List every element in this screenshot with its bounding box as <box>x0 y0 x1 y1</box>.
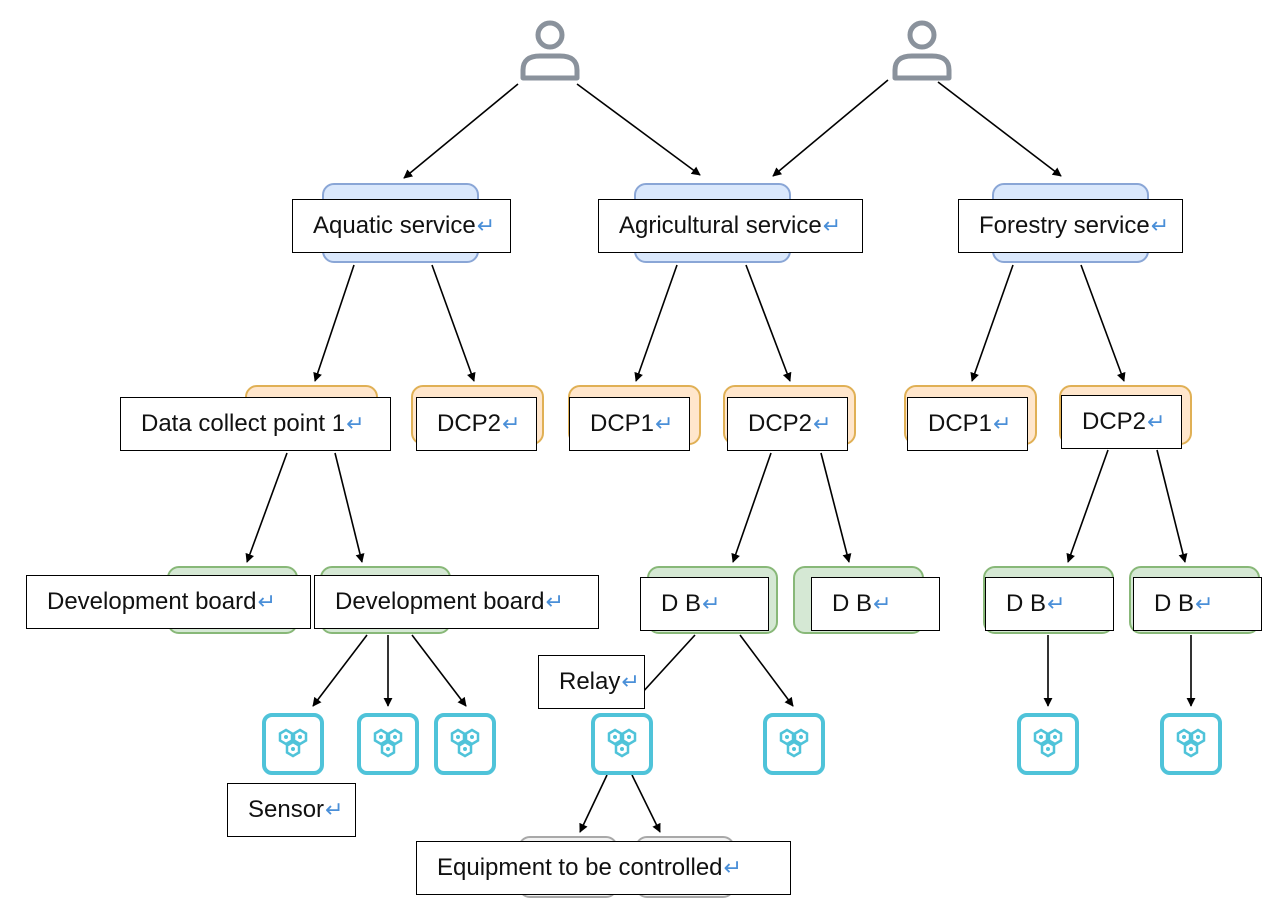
edge-agricultural-dcp1 <box>634 264 678 382</box>
label-text: DCP1 <box>928 410 993 437</box>
label-text: DCP1 <box>590 410 655 437</box>
aquatic-dcp2-label: DCP2↵ <box>416 397 537 451</box>
edge-agricultural-dcp2 <box>745 264 792 382</box>
edge-dcp1-dev2 <box>334 452 365 563</box>
label-text: Aquatic service <box>313 212 476 239</box>
relay-node-icon <box>591 713 653 775</box>
sensor-node-icon <box>262 713 324 775</box>
return-mark: ↵ <box>1047 591 1066 616</box>
development-board-1-label: Development board↵ <box>26 575 311 629</box>
edge-dev2-sensor3 <box>411 634 467 707</box>
edge-aquatic-dcp1 <box>313 264 355 382</box>
return-mark: ↵ <box>1150 213 1170 238</box>
return-mark: ↵ <box>655 411 674 436</box>
label-text: Agricultural service <box>619 212 822 239</box>
relay-label: Relay↵ <box>538 655 645 709</box>
edge-relay-equipment1 <box>579 774 608 833</box>
label-text: DCP2 <box>437 410 502 437</box>
forestry-dcp1-label: DCP1↵ <box>907 397 1028 451</box>
edge-agdcp2-db1 <box>731 452 772 563</box>
return-mark: ↵ <box>1147 409 1166 434</box>
edge-forestry-dcp2 <box>1080 264 1126 382</box>
label-text: DCP2 <box>1082 408 1147 435</box>
edge-db1-node <box>739 634 794 707</box>
label-text: D B <box>832 590 873 617</box>
return-mark: ↵ <box>702 591 721 616</box>
return-mark: ↵ <box>325 797 344 822</box>
forestry-db1-label: D B↵ <box>985 577 1114 631</box>
agricultural-service-label: Agricultural service↵ <box>598 199 863 253</box>
return-mark: ↵ <box>723 855 742 880</box>
label-text: Development board <box>47 588 257 615</box>
agricultural-db2-label: D B↵ <box>811 577 940 631</box>
return-mark: ↵ <box>813 411 832 436</box>
return-mark: ↵ <box>822 213 842 238</box>
forestry-service-label: Forestry service↵ <box>958 199 1183 253</box>
label-text: Data collect point 1 <box>141 410 346 437</box>
edge-forestry-dcp1 <box>970 264 1014 382</box>
label-text: Equipment to be controlled <box>437 854 723 881</box>
label-text: Forestry service <box>979 212 1150 239</box>
edge-fodcp2-db1 <box>1066 449 1109 563</box>
sensor-node-icon <box>1160 713 1222 775</box>
return-mark: ↵ <box>545 589 564 614</box>
edge-agdcp2-db2 <box>820 452 852 563</box>
edge-user2-forestry <box>937 81 1062 177</box>
edge-dev2-sensor1 <box>312 634 368 707</box>
edge-dcp1-dev1 <box>245 452 288 563</box>
edge-aquatic-dcp2 <box>431 264 476 382</box>
equipment-label: Equipment to be controlled↵ <box>416 841 791 895</box>
sensor-node-icon <box>357 713 419 775</box>
return-mark: ↵ <box>476 213 496 238</box>
data-collect-point-1-label: Data collect point 1↵ <box>120 397 391 451</box>
return-mark: ↵ <box>502 411 521 436</box>
forestry-dcp2-label: DCP2↵ <box>1061 395 1182 449</box>
edge-fodcp2-db2 <box>1156 449 1188 563</box>
label-text: Relay <box>559 668 621 695</box>
return-mark: ↵ <box>993 411 1012 436</box>
return-mark: ↵ <box>873 591 892 616</box>
edge-relay-equipment2 <box>631 774 661 833</box>
return-mark: ↵ <box>621 669 640 694</box>
edge-user1-aquatic <box>403 83 519 179</box>
edge-user2-agricultural <box>772 79 889 177</box>
label-text: DCP2 <box>748 410 813 437</box>
development-board-2-label: Development board↵ <box>314 575 599 629</box>
label-text: D B <box>1006 590 1047 617</box>
user-icon <box>520 20 580 81</box>
sensor-node-icon <box>1017 713 1079 775</box>
user-icon <box>892 20 952 81</box>
return-mark: ↵ <box>1195 591 1214 616</box>
label-text: D B <box>661 590 702 617</box>
label-text: Development board <box>335 588 545 615</box>
return-mark: ↵ <box>257 589 276 614</box>
edge-user1-agricultural <box>576 83 701 176</box>
sensor-label: Sensor↵ <box>227 783 356 837</box>
label-text: D B <box>1154 590 1195 617</box>
sensor-node-icon <box>763 713 825 775</box>
agricultural-dcp1-label: DCP1↵ <box>569 397 690 451</box>
label-text: Sensor <box>248 796 325 823</box>
return-mark: ↵ <box>346 411 365 436</box>
forestry-db2-label: D B↵ <box>1133 577 1262 631</box>
agricultural-db1-label: D B↵ <box>640 577 769 631</box>
agricultural-dcp2-label: DCP2↵ <box>727 397 848 451</box>
aquatic-service-label: Aquatic service↵ <box>292 199 511 253</box>
sensor-node-icon <box>434 713 496 775</box>
